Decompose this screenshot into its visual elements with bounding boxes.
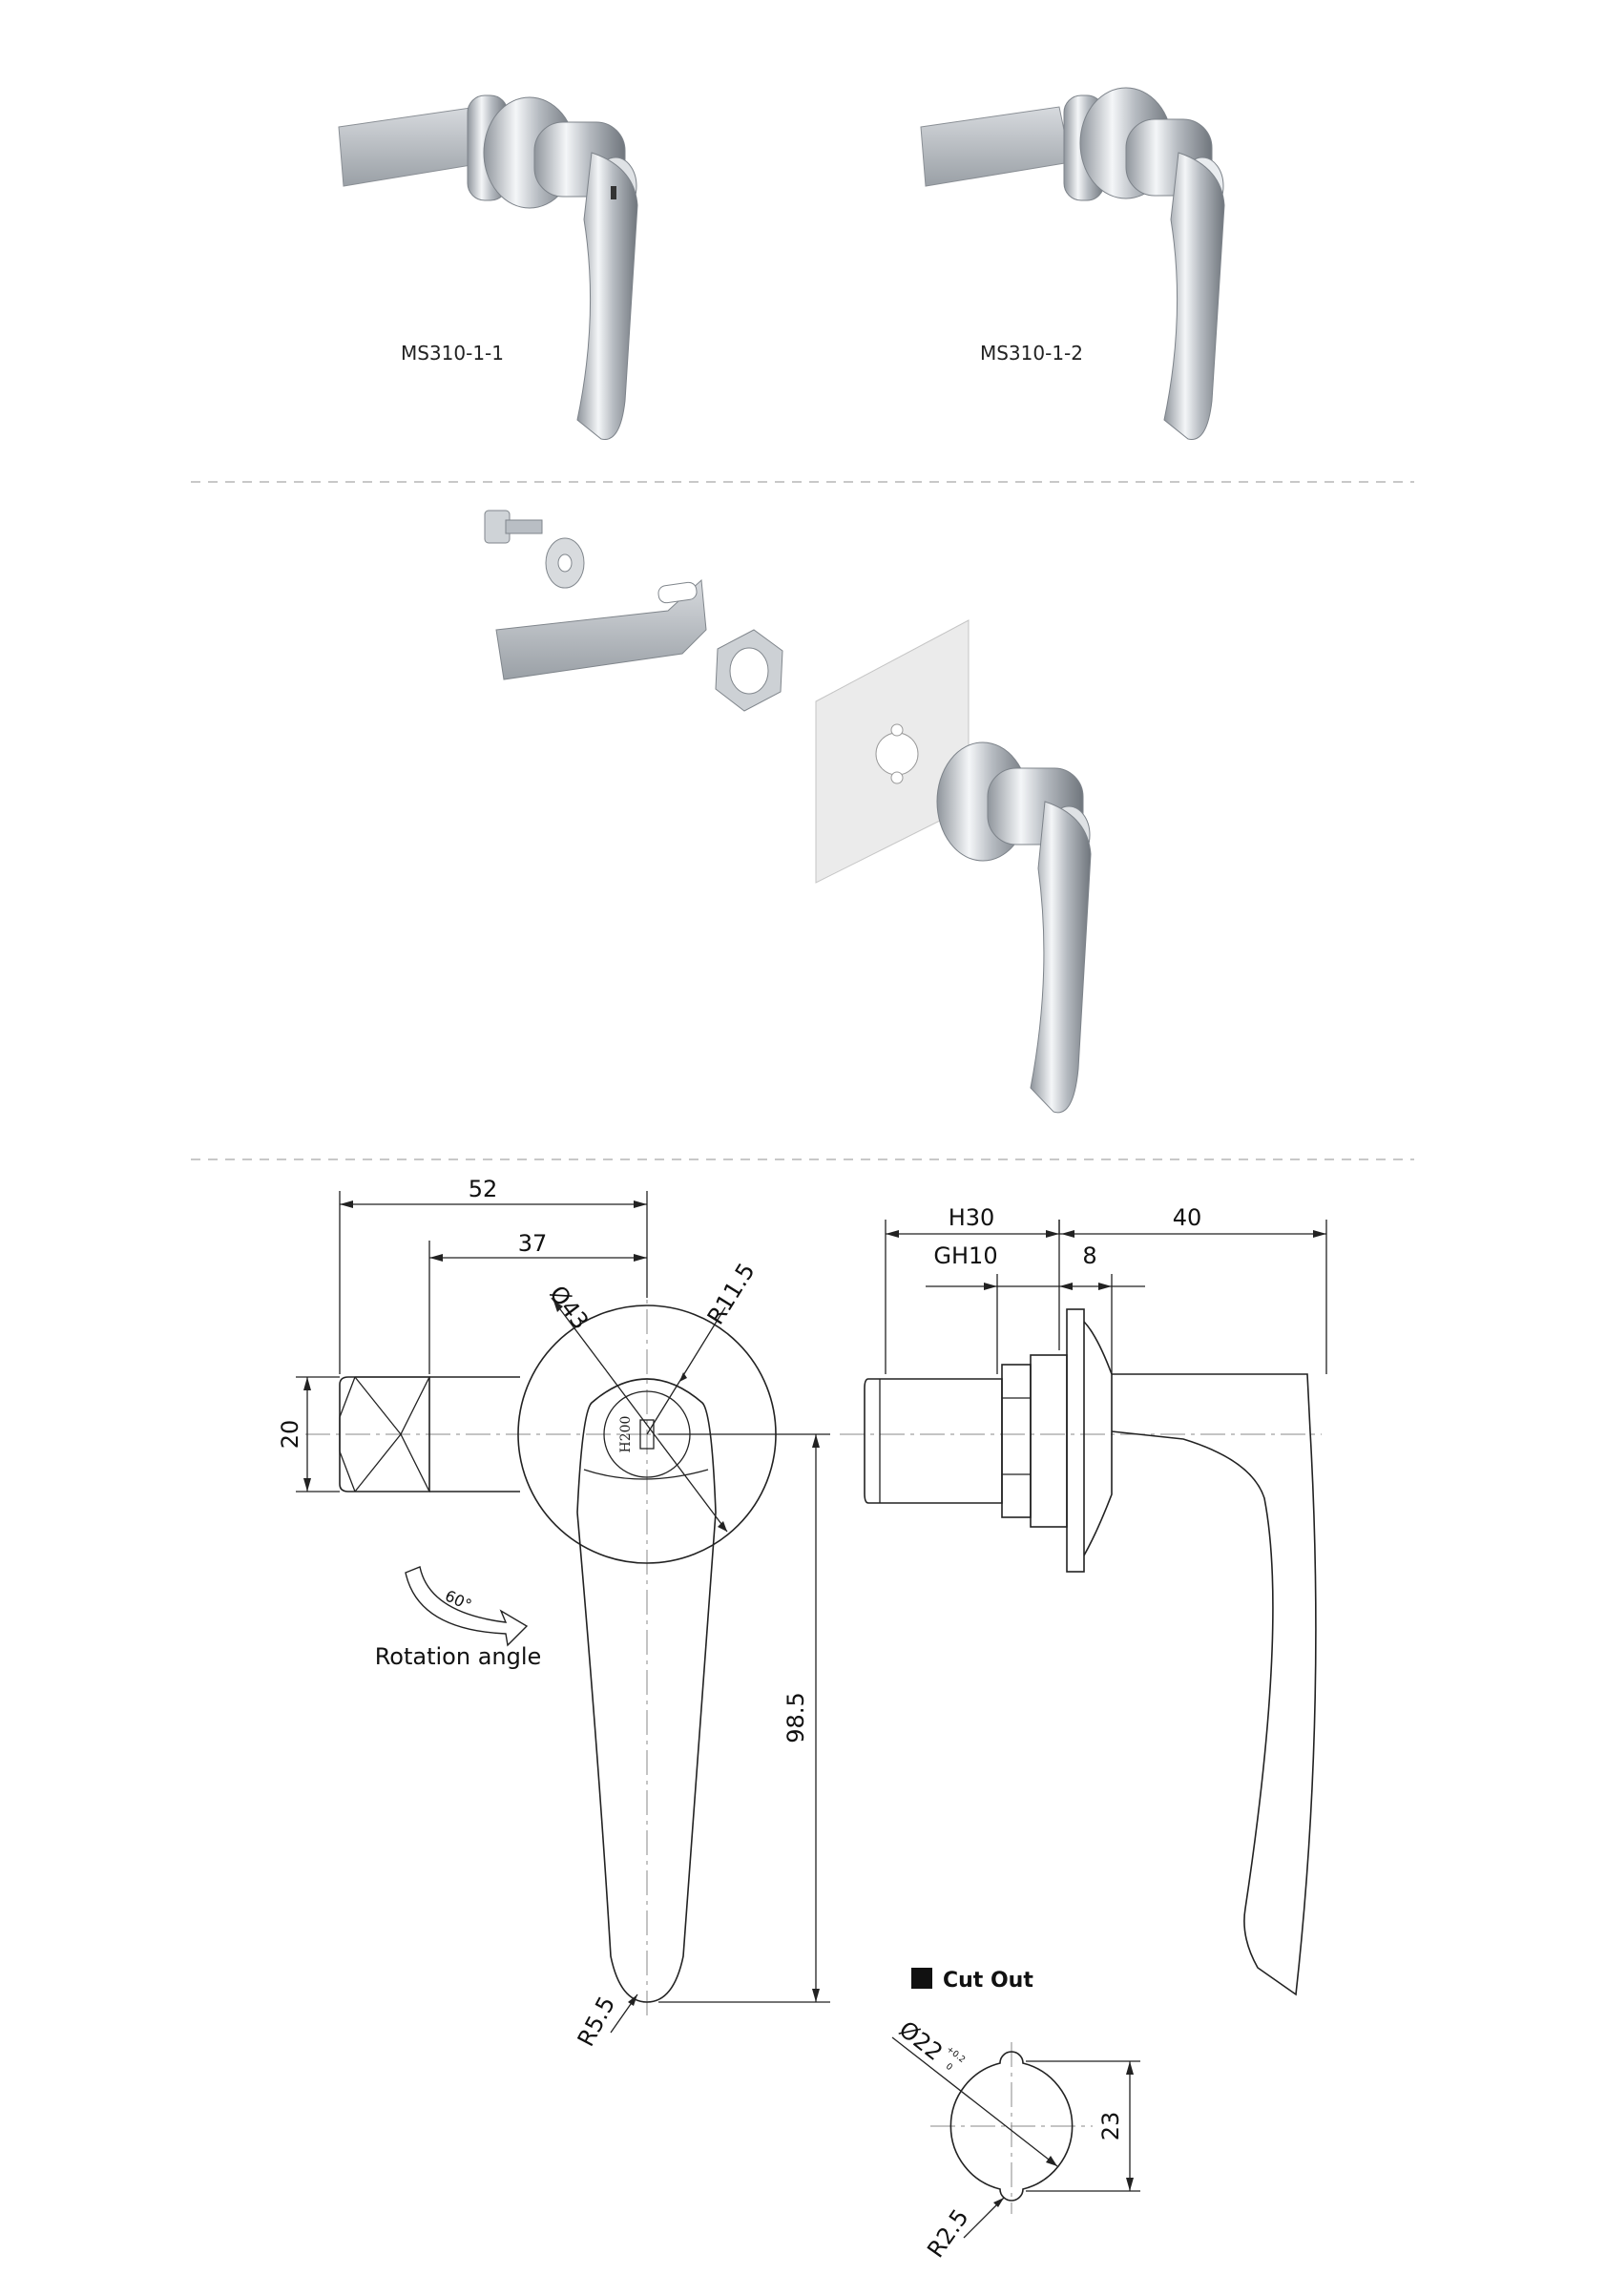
dim-dia43-label: Ø43 [544,1281,594,1334]
front-view-drawing [296,1191,830,2034]
key-code-label: H200 [618,1416,634,1453]
product-code-1: MS310-1-1 [401,342,504,365]
rotation-arrow-icon [405,1566,529,1647]
cutout-title: Cut Out [943,1969,1033,1993]
dim-52-label: 52 [469,1176,498,1202]
dim-r115-label: R11.5 [702,1259,761,1329]
hex-nut-part [715,629,783,712]
panel-sheet [815,619,970,884]
rotation-angle-caption: Rotation angle [375,1643,542,1670]
dim-40-label: 40 [1173,1204,1202,1231]
dim-gh10-label: GH10 [933,1242,997,1269]
dim-h30-label: H30 [949,1204,995,1231]
bolt-part [484,510,543,544]
cutout-dim-23-label: 23 [1097,2112,1124,2141]
washer-part [545,537,585,589]
side-view-drawing [840,1220,1327,1996]
cutout-tol-zero: 0 [944,2062,954,2074]
dim-r55-label: R5.5 [573,1992,620,2051]
product-photo-ms310-1-1 [338,94,638,440]
dim-37-label: 37 [518,1230,548,1257]
cam-plate-part [495,578,707,680]
cutout-drawing [891,2036,1140,2239]
dim-8-label: 8 [1082,1242,1096,1269]
cutout-tol-plus: +0.2 [945,2045,967,2065]
cutout-dia-label: Ø22 [894,2015,948,2066]
dim-985-label: 98.5 [782,1692,809,1743]
cutout-marker-icon [911,1968,932,1989]
dim-20-label: 20 [277,1420,303,1450]
exploded-assembly-view [484,510,1092,1114]
product-photo-ms310-1-2 [920,87,1225,440]
product-code-2: MS310-1-2 [980,342,1083,365]
assembled-handle [936,741,1092,1114]
cutout-r25-label: R2.5 [922,2204,973,2263]
